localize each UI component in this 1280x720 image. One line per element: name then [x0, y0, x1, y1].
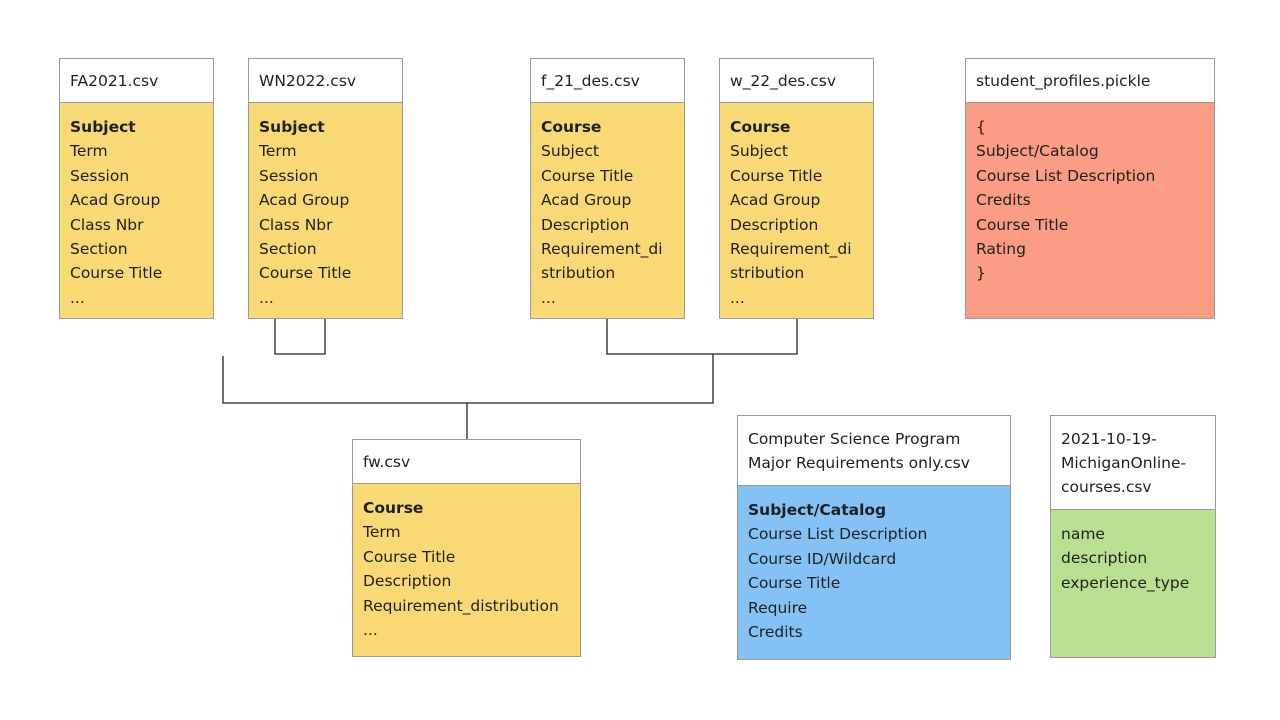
field: Course Title [730, 166, 823, 185]
table-fa2021-title: FA2021.csv [70, 71, 159, 90]
table-michigan-online-courses-fields: name description experience_type [1051, 510, 1215, 657]
table-online-title-line: 2021-10-19- [1061, 429, 1157, 448]
table-cs-major-requirements-fields: Subject/Catalog Course List Description … [738, 486, 1010, 659]
table-michigan-online-courses: 2021-10-19- MichiganOnline- courses.csv … [1050, 415, 1216, 658]
field: ... [541, 288, 556, 307]
field: ... [363, 621, 378, 640]
table-cs-title-line: Computer Science Program [748, 429, 961, 448]
field: Term [363, 523, 401, 542]
field: Subject [541, 142, 599, 161]
table-student-profiles-fields: { Subject/Catalog Course List Descriptio… [966, 103, 1214, 318]
field: Acad Group [70, 191, 161, 210]
field: Acad Group [541, 191, 632, 210]
field: Description [541, 215, 630, 234]
field: Requirement_di [730, 240, 852, 259]
field: Description [730, 215, 819, 234]
table-fa2021-fields: Subject Term Session Acad Group Class Nb… [60, 103, 213, 318]
field: stribution [541, 264, 616, 283]
field: Section [70, 240, 128, 259]
field: Term [70, 142, 108, 161]
connector-merge-left [222, 356, 467, 404]
field: Course Title [363, 547, 456, 566]
field: Section [259, 240, 317, 259]
field-key: Subject [259, 118, 325, 136]
field: name [1061, 525, 1105, 543]
table-fa2021: FA2021.csv Subject Term Session Acad Gro… [59, 58, 214, 319]
field: Credits [976, 191, 1031, 210]
field: Term [259, 142, 297, 161]
field: Description [363, 572, 452, 591]
connector-des-bracket [606, 319, 798, 355]
field: Course List Description [748, 525, 928, 544]
field-key: Subject/Catalog [748, 501, 887, 519]
table-f21-des-title: f_21_des.csv [541, 71, 640, 90]
field-key: Course [363, 499, 424, 517]
field: Course ID/Wildcard [748, 549, 897, 568]
table-w22-des-header: w_22_des.csv [720, 59, 873, 103]
field: Requirement_distribution [363, 596, 559, 615]
field-key: Course [730, 118, 791, 136]
table-f21-des-fields: Course Subject Course Title Acad Group D… [531, 103, 684, 318]
table-w22-des-title: w_22_des.csv [730, 71, 837, 90]
field: Acad Group [259, 191, 350, 210]
field: Subject [730, 142, 788, 161]
table-wn2022-header: WN2022.csv [249, 59, 402, 103]
field: Class Nbr [70, 215, 144, 234]
table-michigan-online-courses-header: 2021-10-19- MichiganOnline- courses.csv [1051, 416, 1215, 510]
table-wn2022-title: WN2022.csv [259, 71, 357, 90]
field: ... [730, 288, 745, 307]
table-fw: fw.csv Course Term Course Title Descript… [352, 439, 581, 657]
table-fa2021-header: FA2021.csv [60, 59, 213, 103]
field: } [976, 264, 986, 283]
field: Course Title [541, 166, 634, 185]
field: Course List Description [976, 166, 1156, 185]
table-fw-title: fw.csv [363, 452, 411, 471]
field: Class Nbr [259, 215, 333, 234]
field: ... [70, 288, 85, 307]
field-key: Subject [70, 118, 136, 136]
field: experience_type [1061, 573, 1190, 592]
field: description [1061, 549, 1148, 568]
field: Course Title [976, 215, 1069, 234]
field: Session [70, 166, 130, 185]
table-online-title-line: courses.csv [1061, 477, 1152, 496]
table-cs-major-requirements-header: Computer Science Program Major Requireme… [738, 416, 1010, 486]
table-fw-fields: Course Term Course Title Description Req… [353, 484, 580, 656]
table-w22-des-fields: Course Subject Course Title Acad Group D… [720, 103, 873, 318]
table-online-title-line: MichiganOnline- [1061, 453, 1187, 472]
table-cs-major-requirements: Computer Science Program Major Requireme… [737, 415, 1011, 660]
table-wn2022-fields: Subject Term Session Acad Group Class Nb… [249, 103, 402, 318]
connector-fa-wn-bracket [274, 319, 326, 355]
connector-merge-right [467, 354, 714, 404]
field: Requirement_di [541, 240, 663, 259]
table-student-profiles-header: student_profiles.pickle [966, 59, 1214, 103]
field: Session [259, 166, 319, 185]
field: Subject/Catalog [976, 142, 1099, 161]
field-key: Course [541, 118, 602, 136]
field: Course Title [259, 264, 352, 283]
table-f21-des: f_21_des.csv Course Subject Course Title… [530, 58, 685, 319]
field: ... [259, 288, 274, 307]
table-w22-des: w_22_des.csv Course Subject Course Title… [719, 58, 874, 319]
field: { [976, 118, 986, 136]
field: Require [748, 598, 808, 617]
field: Credits [748, 623, 803, 642]
field: Acad Group [730, 191, 821, 210]
table-student-profiles: student_profiles.pickle { Subject/Catalo… [965, 58, 1215, 319]
field: stribution [730, 264, 805, 283]
table-wn2022: WN2022.csv Subject Term Session Acad Gro… [248, 58, 403, 319]
table-student-profiles-title: student_profiles.pickle [976, 71, 1151, 90]
table-fw-header: fw.csv [353, 440, 580, 484]
field: Course Title [748, 574, 841, 593]
field: Course Title [70, 264, 163, 283]
table-f21-des-header: f_21_des.csv [531, 59, 684, 103]
field: Rating [976, 240, 1026, 259]
table-cs-title-line: Major Requirements only.csv [748, 453, 970, 472]
